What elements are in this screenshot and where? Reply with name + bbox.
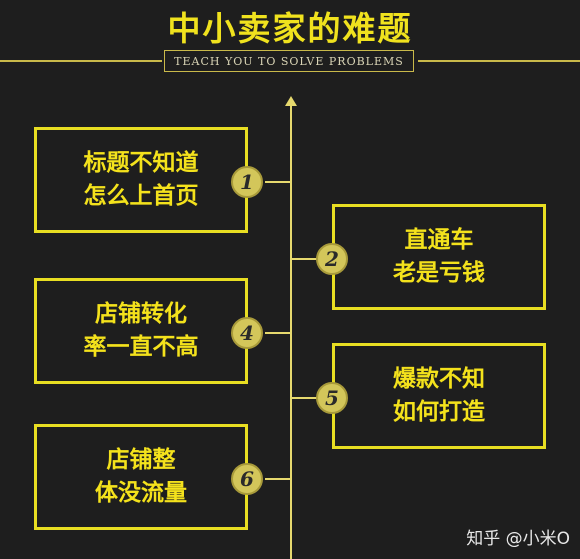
problem-box-1: 标题不知道 怎么上首页 xyxy=(34,127,248,233)
number-badge-1: 1 xyxy=(231,166,263,198)
problem-box-6: 店铺整 体没流量 xyxy=(34,424,248,530)
problem-box-2: 直通车 老是亏钱 xyxy=(332,204,546,310)
connector-4 xyxy=(265,332,291,334)
problem-box-5: 爆款不知 如何打造 xyxy=(332,343,546,449)
number-badge-2: 2 xyxy=(316,243,348,275)
title-divider-left xyxy=(0,60,162,62)
problem-2-line2: 老是亏钱 xyxy=(393,260,485,286)
problem-1-line1: 标题不知道 xyxy=(83,149,199,176)
number-badge-4: 4 xyxy=(231,317,263,349)
watermark: 知乎 @小米O xyxy=(466,529,570,549)
arrow-up-icon xyxy=(285,96,297,106)
problem-1-line2: 怎么上首页 xyxy=(83,183,199,209)
connector-6 xyxy=(265,478,291,480)
problem-2-line1: 直通车 xyxy=(404,226,474,253)
number-badge-5: 5 xyxy=(316,382,348,414)
problem-6-line2: 体没流量 xyxy=(95,480,187,506)
connector-5 xyxy=(291,397,317,399)
problem-4-line1: 店铺转化 xyxy=(95,300,187,327)
timeline-axis xyxy=(290,104,292,559)
title-divider-right xyxy=(418,60,580,62)
problem-5-line2: 如何打造 xyxy=(393,399,485,425)
problem-5-line1: 爆款不知 xyxy=(393,365,485,392)
number-badge-6: 6 xyxy=(231,463,263,495)
page-title: 中小卖家的难题 xyxy=(167,9,413,48)
problem-6-line1: 店铺整 xyxy=(106,446,176,473)
problem-box-4: 店铺转化 率一直不高 xyxy=(34,278,248,384)
connector-1 xyxy=(265,181,291,183)
problem-4-line2: 率一直不高 xyxy=(83,334,199,360)
connector-2 xyxy=(291,258,317,260)
subtitle: TEACH YOU TO SOLVE PROBLEMS xyxy=(164,50,414,72)
